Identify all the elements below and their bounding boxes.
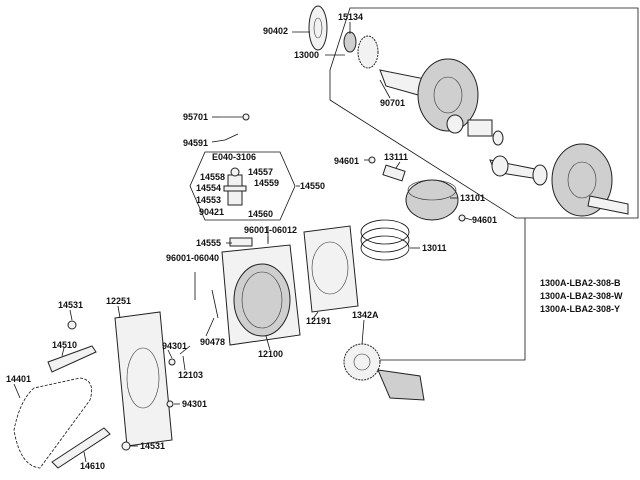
label-14531-b: 14531 [140,441,165,451]
ring-1 [360,219,410,245]
label-14510: 14510 [52,340,77,350]
gasket-14555 [229,237,253,247]
piston-pin-13111 [382,164,406,182]
label-13000: 13000 [294,50,319,60]
crankshaft-group [308,5,639,219]
label-13111: 13111 [384,152,408,162]
label-E040-3106: E040-3106 [212,152,256,162]
label-94591: 94591 [183,138,208,148]
label-1300A-W: 1300A-LBA2-308-W [540,291,623,301]
label-13011: 13011 [422,243,447,253]
gear-1342A [343,343,381,381]
bearing [446,114,464,134]
label-94301-b: 94301 [182,399,207,409]
bolt-94301-a [168,358,176,366]
label-14558: 14558 [200,172,225,182]
label-94601-a: 94601 [334,156,359,166]
label-14531-a: 14531 [58,300,83,310]
label-14555: 14555 [196,238,221,248]
label-14557: 14557 [248,167,273,177]
label-95701: 95701 [183,112,208,122]
gear-15134 [343,31,357,53]
sprocket [357,35,379,69]
label-94601-b: 94601 [472,215,497,225]
label-14610: 14610 [80,461,105,471]
piston-group [360,156,466,261]
cylinder-gasket-12191 [303,225,359,313]
label-14553: 14553 [196,195,221,205]
label-1300A-B: 1300A-LBA2-308-B [540,278,621,288]
pin-94591 [224,133,239,141]
crank-shaft-right [587,195,629,215]
label-12191: 12191 [306,316,331,326]
label-14554: 14554 [196,183,221,193]
label-94301-a: 94301 [162,341,187,351]
label-14550: 14550 [300,181,325,191]
label-13101: 13101 [460,193,485,203]
bolt-94301-b [166,400,174,408]
ring-2 [360,227,410,253]
label-14401: 14401 [6,374,31,384]
dowel-90478 [211,289,219,319]
label-14559: 14559 [254,178,279,188]
cylinder-bore [233,263,291,337]
chain-guide-14510 [47,345,97,373]
label-1300A-Y: 1300A-LBA2-308-Y [540,304,620,314]
valve-group [189,113,296,221]
tensioner-bolt-14531-a [67,320,77,330]
timing-group [13,311,191,469]
label-90421: 90421 [199,207,224,217]
label-14560: 14560 [248,209,273,219]
crank-web-left [417,58,479,132]
circlip-94601-a [368,156,376,164]
label-96001-06012: 96001-06012 [244,225,297,235]
tensioner-bolt-14531-b [121,441,131,451]
balancer-shaft [377,369,425,401]
label-1342A: 1342A [352,310,379,320]
crankshaft-box-outline [329,7,639,219]
washer-90402 [308,5,328,51]
timing-chain-14401 [13,377,93,469]
circlip-94601-b [458,214,466,222]
crank-pin [467,119,493,137]
label-12103: 12103 [178,370,203,380]
label-90402: 90402 [263,26,288,36]
label-15134: 15134 [338,12,363,22]
label-90701: 90701 [380,98,405,108]
gasket-12251 [114,311,173,447]
ring-3 [360,235,410,261]
leader-lines [13,22,473,463]
part-labels: 90402 15134 13000 90701 95701 94591 E040… [6,12,623,471]
balancer-leader-line [380,218,526,361]
pin-12103 [179,345,191,355]
chain-guide-14610 [51,427,111,469]
label-90478: 90478 [200,337,225,347]
balancer-group [343,218,526,401]
label-12100: 12100 [258,349,283,359]
label-96001-06040: 96001-06040 [166,253,219,263]
label-12251: 12251 [106,296,131,306]
cylinder-group [194,225,359,346]
valve-box-outline [189,151,296,221]
